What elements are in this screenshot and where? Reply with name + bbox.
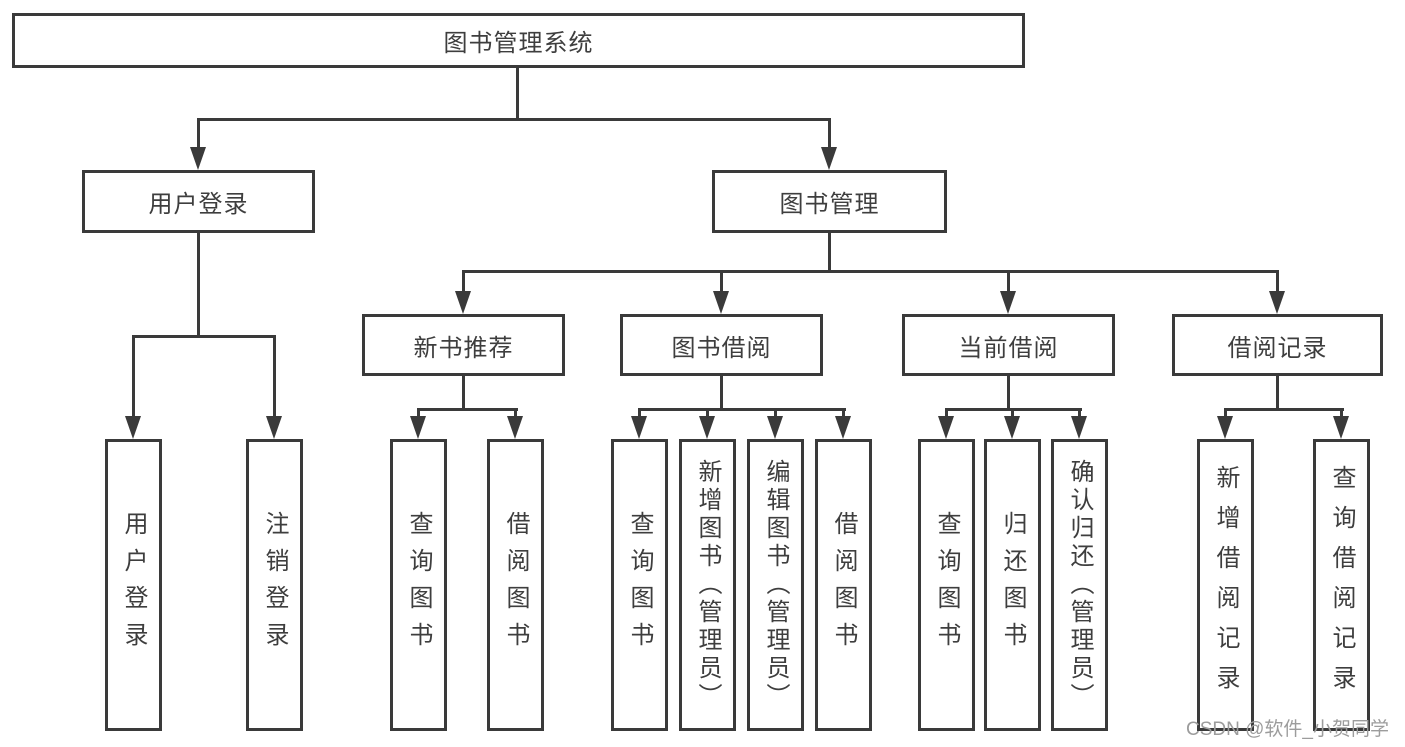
leaf-query-borrow-record: 查询借阅记录 bbox=[1313, 439, 1370, 731]
arrowhead-down-icon bbox=[1333, 416, 1349, 439]
node-label: 当前借阅 bbox=[958, 334, 1059, 362]
connector-line bbox=[417, 408, 420, 420]
leaf-label: 用户登录 bbox=[120, 511, 147, 659]
watermark: CSDN @软件_小贺同学 bbox=[1186, 719, 1389, 740]
node-label: 图书管理系统 bbox=[443, 30, 594, 57]
leaf-label: 查询图书 bbox=[626, 511, 653, 659]
node-book-management: 图书管理 bbox=[712, 170, 947, 233]
connector-line bbox=[945, 408, 948, 420]
arrowhead-down-icon bbox=[938, 416, 954, 439]
arrowhead-down-icon bbox=[190, 147, 206, 170]
node-label: 图书借阅 bbox=[671, 334, 772, 362]
connector-line bbox=[828, 233, 831, 270]
leaf-return-book: 归还图书 bbox=[984, 439, 1041, 731]
connector-line bbox=[132, 335, 276, 338]
connector-line bbox=[720, 376, 723, 408]
leaf-label: 注销登录 bbox=[261, 511, 288, 659]
arrowhead-down-icon bbox=[713, 291, 729, 314]
node-borrowing-records: 借阅记录 bbox=[1172, 314, 1383, 376]
connector-line bbox=[720, 270, 723, 297]
arrowhead-down-icon bbox=[266, 416, 282, 439]
leaf-label: 确认归还（管理员） bbox=[1066, 459, 1093, 711]
leaf-label: 编辑图书（管理员） bbox=[762, 459, 789, 711]
node-user-login: 用户登录 bbox=[82, 170, 315, 233]
node-label: 新书推荐 bbox=[413, 334, 514, 362]
arrowhead-down-icon bbox=[125, 416, 141, 439]
connector-line bbox=[1078, 408, 1081, 420]
node-current-borrowing: 当前借阅 bbox=[902, 314, 1115, 376]
node-book-borrowing: 图书借阅 bbox=[620, 314, 823, 376]
connector-line bbox=[197, 118, 831, 121]
leaf-label: 借阅图书 bbox=[830, 511, 857, 659]
arrowhead-down-icon bbox=[1004, 416, 1020, 439]
arrowhead-down-icon bbox=[1071, 416, 1087, 439]
arrowhead-down-icon bbox=[699, 416, 715, 439]
arrowhead-down-icon bbox=[1000, 291, 1016, 314]
connector-line bbox=[774, 408, 777, 420]
connector-line bbox=[1340, 408, 1343, 420]
arrowhead-down-icon bbox=[631, 416, 647, 439]
connector-line bbox=[638, 408, 641, 420]
arrowhead-down-icon bbox=[1269, 291, 1285, 314]
leaf-label: 新增图书（管理员） bbox=[694, 459, 721, 711]
leaf-add-borrow-record: 新增借阅记录 bbox=[1197, 439, 1254, 731]
connector-line bbox=[514, 408, 517, 420]
leaf-logout: 注销登录 bbox=[246, 439, 303, 731]
connector-line bbox=[1224, 408, 1227, 420]
leaf-label: 查询借阅记录 bbox=[1328, 465, 1355, 705]
connector-line bbox=[462, 376, 465, 408]
connector-line bbox=[273, 335, 276, 419]
leaf-query-books-current: 查询图书 bbox=[918, 439, 975, 731]
connector-line bbox=[828, 118, 831, 152]
connector-line bbox=[706, 408, 709, 420]
node-new-book-recommend: 新书推荐 bbox=[362, 314, 565, 376]
arrowhead-down-icon bbox=[507, 416, 523, 439]
arrowhead-down-icon bbox=[1217, 416, 1233, 439]
arrowhead-down-icon bbox=[455, 291, 471, 314]
connector-line bbox=[1276, 376, 1279, 408]
connector-line bbox=[638, 408, 846, 411]
node-label: 用户登录 bbox=[148, 191, 249, 218]
leaf-confirm-return-admin: 确认归还（管理员） bbox=[1051, 439, 1108, 731]
leaf-user-login: 用户登录 bbox=[105, 439, 162, 731]
leaf-borrow-books-recommend: 借阅图书 bbox=[487, 439, 544, 731]
node-label: 借阅记录 bbox=[1227, 334, 1328, 362]
node-library-management-system: 图书管理系统 bbox=[12, 13, 1025, 68]
connector-line bbox=[842, 408, 845, 420]
connector-line bbox=[197, 233, 200, 335]
connector-line bbox=[462, 270, 465, 297]
leaf-borrow-books-borrowing: 借阅图书 bbox=[815, 439, 872, 731]
arrowhead-down-icon bbox=[767, 416, 783, 439]
leaf-label: 借阅图书 bbox=[502, 511, 529, 659]
leaf-label: 查询图书 bbox=[933, 511, 960, 659]
connector-line bbox=[197, 118, 200, 152]
connector-line bbox=[1007, 270, 1010, 297]
leaf-label: 归还图书 bbox=[999, 511, 1026, 659]
leaf-add-book-admin: 新增图书（管理员） bbox=[679, 439, 736, 731]
leaf-edit-book-admin: 编辑图书（管理员） bbox=[747, 439, 804, 731]
arrowhead-down-icon bbox=[821, 147, 837, 170]
connector-line bbox=[1007, 376, 1010, 408]
arrowhead-down-icon bbox=[835, 416, 851, 439]
connector-line bbox=[1276, 270, 1279, 297]
connector-line bbox=[462, 270, 1279, 273]
leaf-label: 新增借阅记录 bbox=[1212, 465, 1239, 705]
connector-line bbox=[132, 335, 135, 419]
leaf-label: 查询图书 bbox=[405, 511, 432, 659]
leaf-query-books-borrowing: 查询图书 bbox=[611, 439, 668, 731]
connector-line bbox=[1011, 408, 1014, 420]
leaf-query-books-recommend: 查询图书 bbox=[390, 439, 447, 731]
arrowhead-down-icon bbox=[410, 416, 426, 439]
connector-line bbox=[417, 408, 518, 411]
connector-line bbox=[516, 68, 519, 120]
connector-line bbox=[1224, 408, 1344, 411]
node-label: 图书管理 bbox=[779, 191, 880, 218]
